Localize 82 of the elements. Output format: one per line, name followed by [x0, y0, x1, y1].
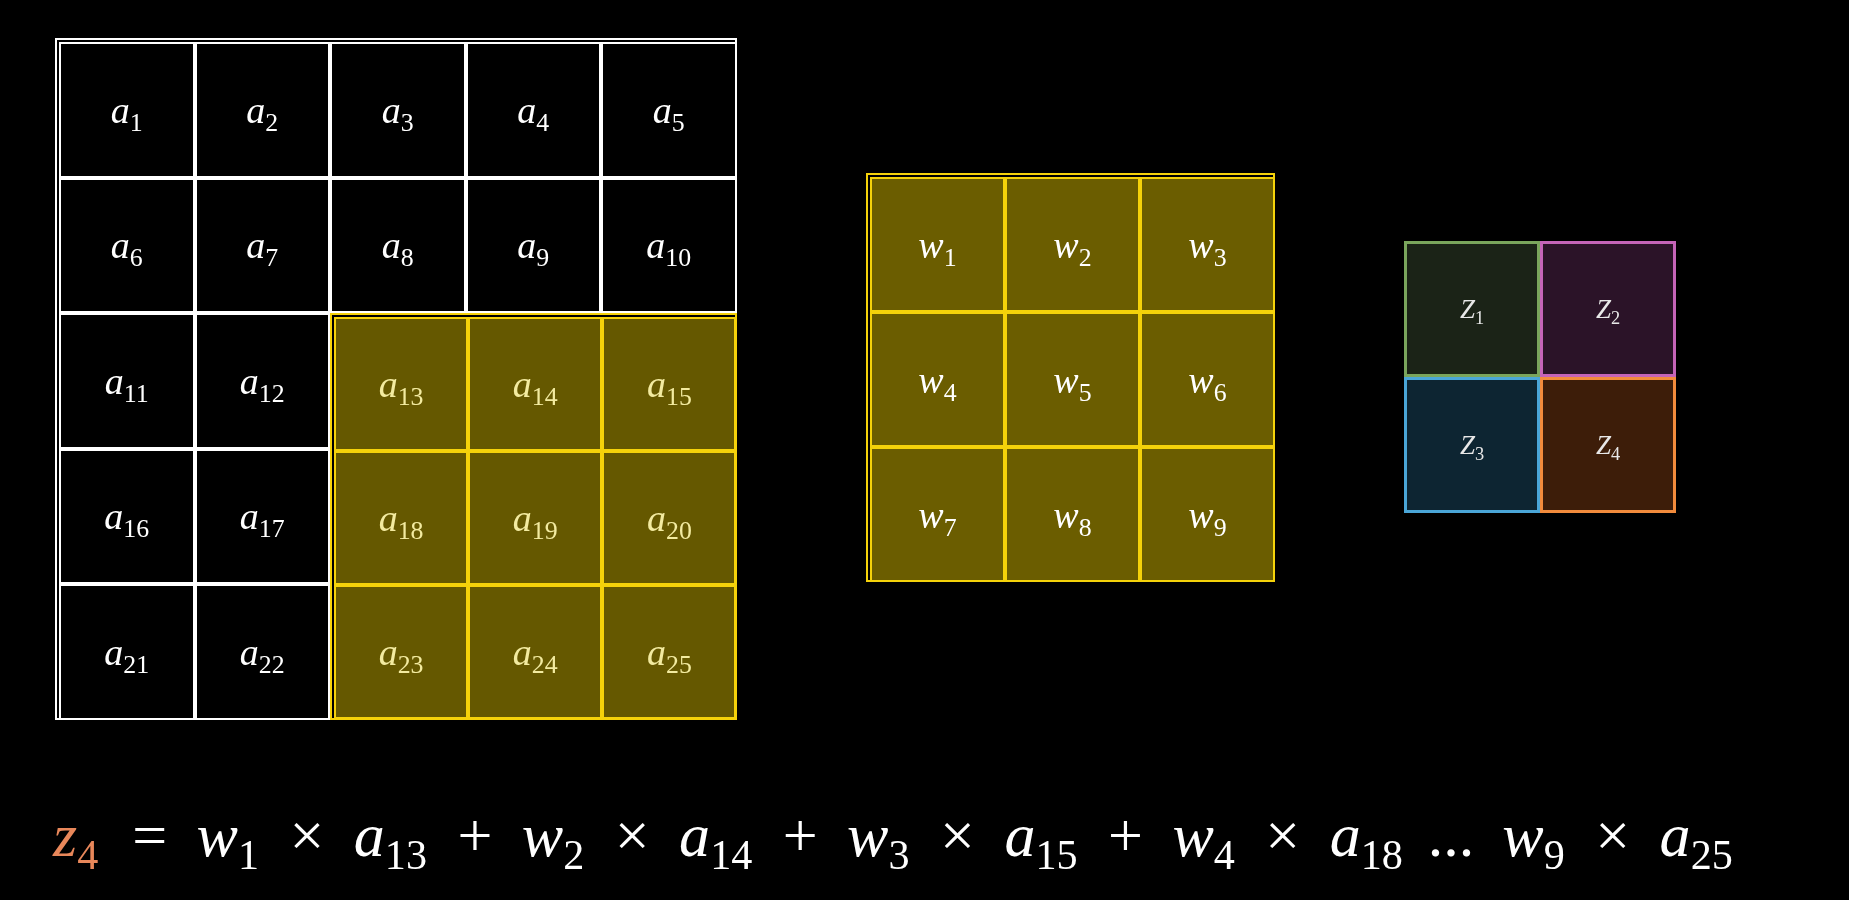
highlighted-cell	[334, 317, 469, 452]
cell-label: a$_{19}$	[512, 496, 558, 541]
cell-label: a$_{22}$	[239, 629, 285, 674]
cell-label: w$_{5}$	[1053, 357, 1092, 402]
cell-label: w$_{2}$	[1053, 222, 1092, 267]
cell-label: w$_{9}$	[1188, 492, 1227, 537]
cell-label: a$_{3}$	[381, 87, 414, 132]
highlighted-cell	[468, 317, 603, 452]
cell-label: a$_{23}$	[378, 630, 424, 675]
cell-label: a$_{24}$	[512, 630, 558, 675]
highlighted-cell	[468, 451, 603, 586]
filter-cell	[870, 312, 1005, 447]
cell-label: a$_{5}$	[652, 87, 685, 132]
highlighted-cell	[602, 451, 737, 586]
cell-label: a$_{21}$	[104, 629, 150, 674]
input-cell	[59, 42, 195, 178]
filter-cell	[1140, 447, 1275, 582]
input-cell	[194, 42, 330, 178]
cell-label: a$_{6}$	[110, 223, 143, 268]
filter-cell	[1140, 177, 1275, 312]
filter-cell	[1005, 447, 1140, 582]
input-cell	[194, 313, 330, 449]
highlighted-cell	[334, 451, 469, 586]
cell-label: a$_{2}$	[246, 87, 279, 132]
equation-result: z$_{4}$	[53, 800, 99, 871]
input-cell	[330, 42, 466, 178]
cell-label: w$_{6}$	[1188, 357, 1227, 402]
cell-label: a$_{20}$	[647, 496, 692, 541]
highlighted-cell	[602, 317, 737, 452]
cell-label: w$_{7}$	[918, 492, 957, 537]
cell-label: Z$_{1}$	[1459, 293, 1485, 325]
input-cell	[194, 448, 330, 584]
input-cell	[601, 177, 737, 313]
cell-label: a$_{4}$	[517, 87, 550, 132]
input-cell	[330, 177, 466, 313]
output-cell	[1404, 241, 1540, 377]
output-grid	[1404, 241, 1676, 513]
cell-label: a$_{11}$	[104, 358, 149, 403]
cell-label: a$_{14}$	[512, 362, 558, 407]
filter-cell	[870, 177, 1005, 312]
cell-label: a$_{1}$	[110, 87, 143, 132]
cell-label: w$_{1}$	[918, 222, 957, 267]
cell-label: w$_{8}$	[1053, 492, 1092, 537]
cell-label: Z$_{3}$	[1459, 429, 1485, 461]
filter-cell	[1005, 312, 1140, 447]
cell-label: a$_{18}$	[378, 496, 424, 541]
cell-label: a$_{9}$	[517, 223, 550, 268]
cell-label: Z$_{4}$	[1595, 429, 1621, 461]
cell-label: w$_{3}$	[1188, 222, 1227, 267]
highlighted-cell	[334, 585, 469, 720]
filter-cell	[870, 447, 1005, 582]
cell-label: a$_{7}$	[246, 223, 279, 268]
input-cell	[194, 177, 330, 313]
filter-grid	[866, 173, 1275, 582]
equation-expression: = w$_{1}$ × a$_{13}$ + w$_{2}$ × a$_{14}$ + w$_{3}$ × a$_{15}$ + w$_{4}$ × a$_{18}$ ... w$_{9}$ × a$_{25}$	[128, 800, 1733, 871]
filter-cell	[1140, 312, 1275, 447]
highlighted-region	[330, 313, 737, 720]
input-cell	[601, 42, 737, 178]
input-cell	[59, 177, 195, 313]
cell-label: a$_{25}$	[647, 630, 692, 675]
cell-label: a$_{8}$	[381, 223, 414, 268]
highlighted-cell	[468, 585, 603, 720]
cell-label: a$_{13}$	[378, 362, 424, 407]
cell-label: a$_{12}$	[239, 358, 285, 403]
input-cell	[465, 42, 601, 178]
cell-label: a$_{10}$	[646, 223, 692, 268]
cell-label: a$_{16}$	[104, 494, 150, 539]
cell-label: w$_{4}$	[918, 357, 957, 402]
cell-label: Z$_{2}$	[1595, 293, 1621, 325]
output-cell	[1540, 241, 1676, 377]
cell-label: a$_{15}$	[647, 362, 692, 407]
output-cell	[1540, 377, 1676, 513]
highlighted-cell	[602, 585, 737, 720]
output-cell	[1404, 377, 1540, 513]
input-cell	[465, 177, 601, 313]
input-cell	[194, 584, 330, 720]
input-cell	[59, 448, 195, 584]
input-cell	[59, 313, 195, 449]
cell-label: a$_{17}$	[239, 494, 285, 539]
filter-cell	[1005, 177, 1140, 312]
input-grid	[55, 38, 737, 720]
input-cell	[59, 584, 195, 720]
